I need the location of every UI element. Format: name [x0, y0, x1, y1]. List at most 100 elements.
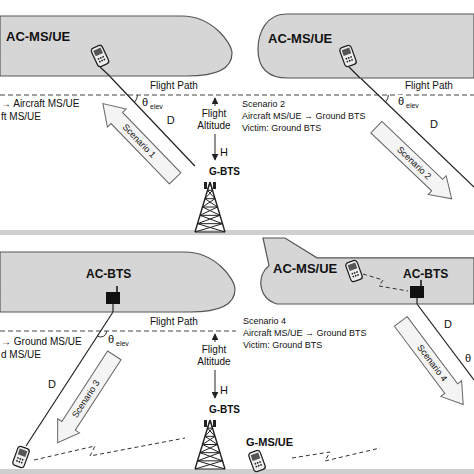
altitude-arrow [215, 98, 216, 106]
annotation: Victim: Ground BTS [243, 340, 322, 350]
tower-brace [198, 461, 226, 469]
scenario-arrow [390, 314, 473, 413]
altitude-arrow [215, 134, 216, 160]
edge-label: D [167, 114, 175, 127]
aircraft-fuselage [0, 252, 235, 312]
annotation: elev [116, 340, 129, 348]
annotation: Aircraft MS/UE → Ground BTS [243, 328, 367, 338]
tower-brace [203, 207, 218, 208]
angle-arc [386, 95, 389, 102]
aircraft: AC-MS/UE [258, 14, 474, 78]
phone-icon [90, 44, 109, 67]
annotation: Flight Path [150, 316, 198, 328]
scenario-label: Scenario 1 [120, 122, 157, 160]
tower-brace [195, 461, 223, 469]
tower-antenna [204, 182, 207, 189]
tower-brace [203, 199, 216, 207]
aircraft: AC-MS/UE AC-BTS [255, 238, 474, 304]
distance-line [112, 304, 113, 312]
radio-link [363, 274, 408, 291]
annotation: D [430, 118, 438, 131]
annotation: elev [406, 102, 419, 110]
tower-brace [205, 436, 218, 444]
annotation: H [220, 146, 228, 159]
phone-icon [339, 45, 357, 68]
scenario-arrow-shape [47, 348, 125, 449]
scenario-label: Scenario 2 [395, 144, 433, 181]
annotation: Aircraft MS/UE → Ground BTS [242, 111, 366, 121]
tower-brace [200, 445, 218, 453]
annotation: H [220, 384, 228, 397]
distance-line [100, 67, 110, 76]
tower-brace [198, 224, 226, 232]
tower-antenna [213, 182, 216, 189]
tower-brace [195, 224, 223, 232]
flight-path-line [238, 95, 474, 96]
tower-brace [208, 182, 211, 190]
tower-brace [200, 207, 218, 215]
tower-brace [205, 428, 213, 436]
tower-brace [198, 215, 221, 223]
ground-bar [0, 230, 474, 235]
annotation: D [48, 378, 56, 391]
annotation: d MS/UE [1, 349, 41, 361]
node-label: AC-BTS [86, 268, 131, 282]
annotation: Scenario 2 [242, 99, 285, 109]
bts-box [410, 286, 424, 298]
ground-phone: G-MS/UE [244, 436, 304, 472]
distance-line [416, 298, 417, 304]
annotation: ft MS/UE [1, 111, 41, 123]
node-label: AC-MS/UE [6, 30, 70, 45]
tower-brace [198, 223, 223, 224]
tower-brace [198, 453, 221, 461]
tower-brace [210, 420, 213, 428]
aircraft-fuselage [261, 238, 474, 304]
bts-box [106, 292, 120, 304]
altitude-arrow [215, 370, 216, 398]
phone-icon [12, 446, 30, 469]
annotation: θ [465, 352, 471, 365]
tower-antenna [213, 420, 216, 427]
tower-brace [195, 469, 225, 470]
annotation: → Ground MS/UE [1, 336, 82, 348]
annotation: θ [398, 95, 404, 108]
angle-arc [134, 95, 137, 102]
node-label: AC-MS/UE [273, 262, 337, 277]
node-label: G-BTS [209, 166, 240, 178]
scenario-arrow-shape [367, 118, 460, 209]
flight-path-line [0, 95, 236, 96]
tower-brace [205, 436, 215, 437]
antenna [116, 286, 118, 292]
base-station-tower: G-BTS [186, 166, 240, 237]
ground-bar [0, 469, 474, 474]
tower-brace [198, 460, 223, 461]
node-shape [0, 252, 235, 312]
aircraft-fuselage [258, 14, 474, 78]
annotation: Scenario 4 [243, 316, 286, 326]
tower-brace [203, 207, 221, 215]
node-shape [0, 16, 232, 76]
scenario-label: Scenario 3 [70, 378, 102, 420]
annotation: Flight Path [405, 80, 453, 92]
aircraft: AC-BTS [0, 252, 235, 312]
tower-brace [208, 420, 211, 428]
node-label: AC-BTS [403, 268, 448, 282]
annotation: → Aircraft MS/UE [1, 98, 79, 110]
phone-icon [248, 450, 266, 473]
node-label: G-MS/UE [246, 436, 293, 449]
tower-brace [200, 453, 223, 461]
tower-brace [200, 215, 223, 223]
aircraft: AC-MS/UE [0, 16, 232, 76]
tower-brace [203, 444, 218, 445]
tower-brace [205, 199, 218, 207]
annotation: Victim: Ground BTS [242, 123, 321, 133]
flight-path-line [0, 331, 236, 332]
base-station-tower: G-BTS [186, 404, 240, 474]
phone-icon [345, 260, 363, 283]
tower-brace [195, 232, 225, 233]
altitude-arrow [215, 334, 216, 342]
annotation: θ [142, 96, 148, 109]
scenario-arrow [367, 118, 460, 209]
